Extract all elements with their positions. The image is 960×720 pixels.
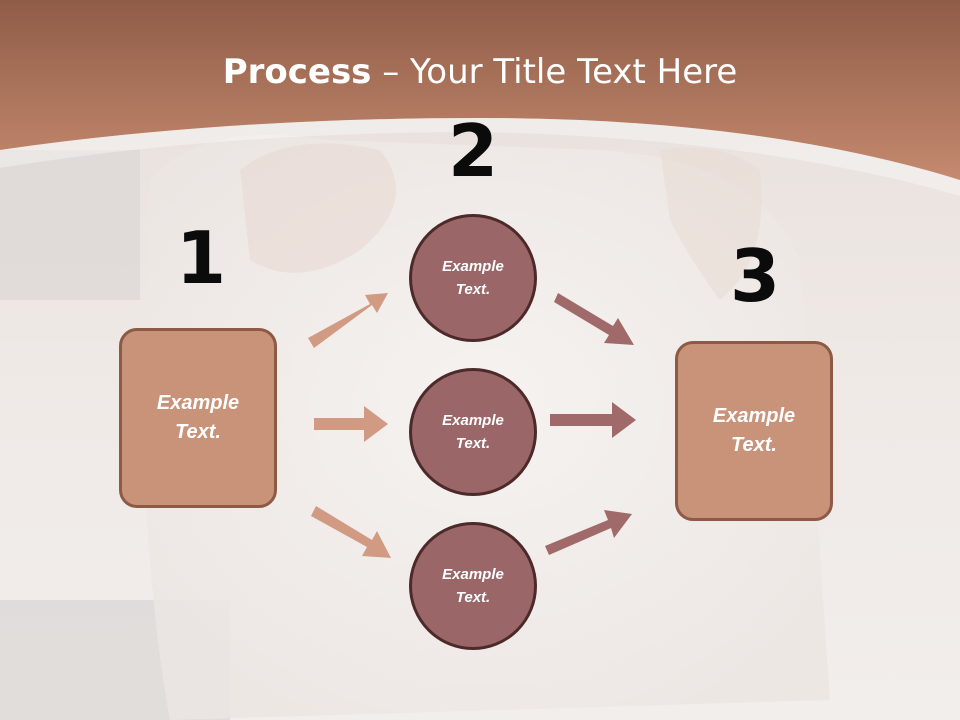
arrow-right-middle (550, 402, 636, 438)
middle-circle-bottom: Example Text. (409, 522, 537, 650)
arrow-left-bottom (311, 506, 391, 558)
circle-text-bottom: Example Text. (442, 566, 504, 606)
left-process-box: Example Text. (119, 328, 277, 508)
title-bold: Process (222, 52, 372, 92)
circle-text-middle: Example Text. (442, 412, 504, 452)
arrow-left-top (308, 293, 388, 348)
circle-text-top: Example Text. (442, 258, 504, 298)
step-number-3: 3 (730, 234, 781, 318)
arrow-right-top (554, 293, 634, 345)
left-box-text: Example Text. (156, 392, 240, 443)
middle-circle-middle: Example Text. (409, 368, 537, 496)
step-number-2: 2 (448, 109, 499, 193)
slide-title: Process – Your Title Text Here (0, 52, 960, 92)
arrow-right-bottom (545, 510, 632, 555)
right-box-text: Example Text. (712, 405, 796, 456)
middle-circle-top: Example Text. (409, 214, 537, 342)
right-process-box: Example Text. (675, 341, 833, 521)
step-number-1: 1 (176, 216, 227, 300)
arrow-left-middle (314, 406, 388, 442)
title-rest: – Your Title Text Here (371, 52, 738, 92)
